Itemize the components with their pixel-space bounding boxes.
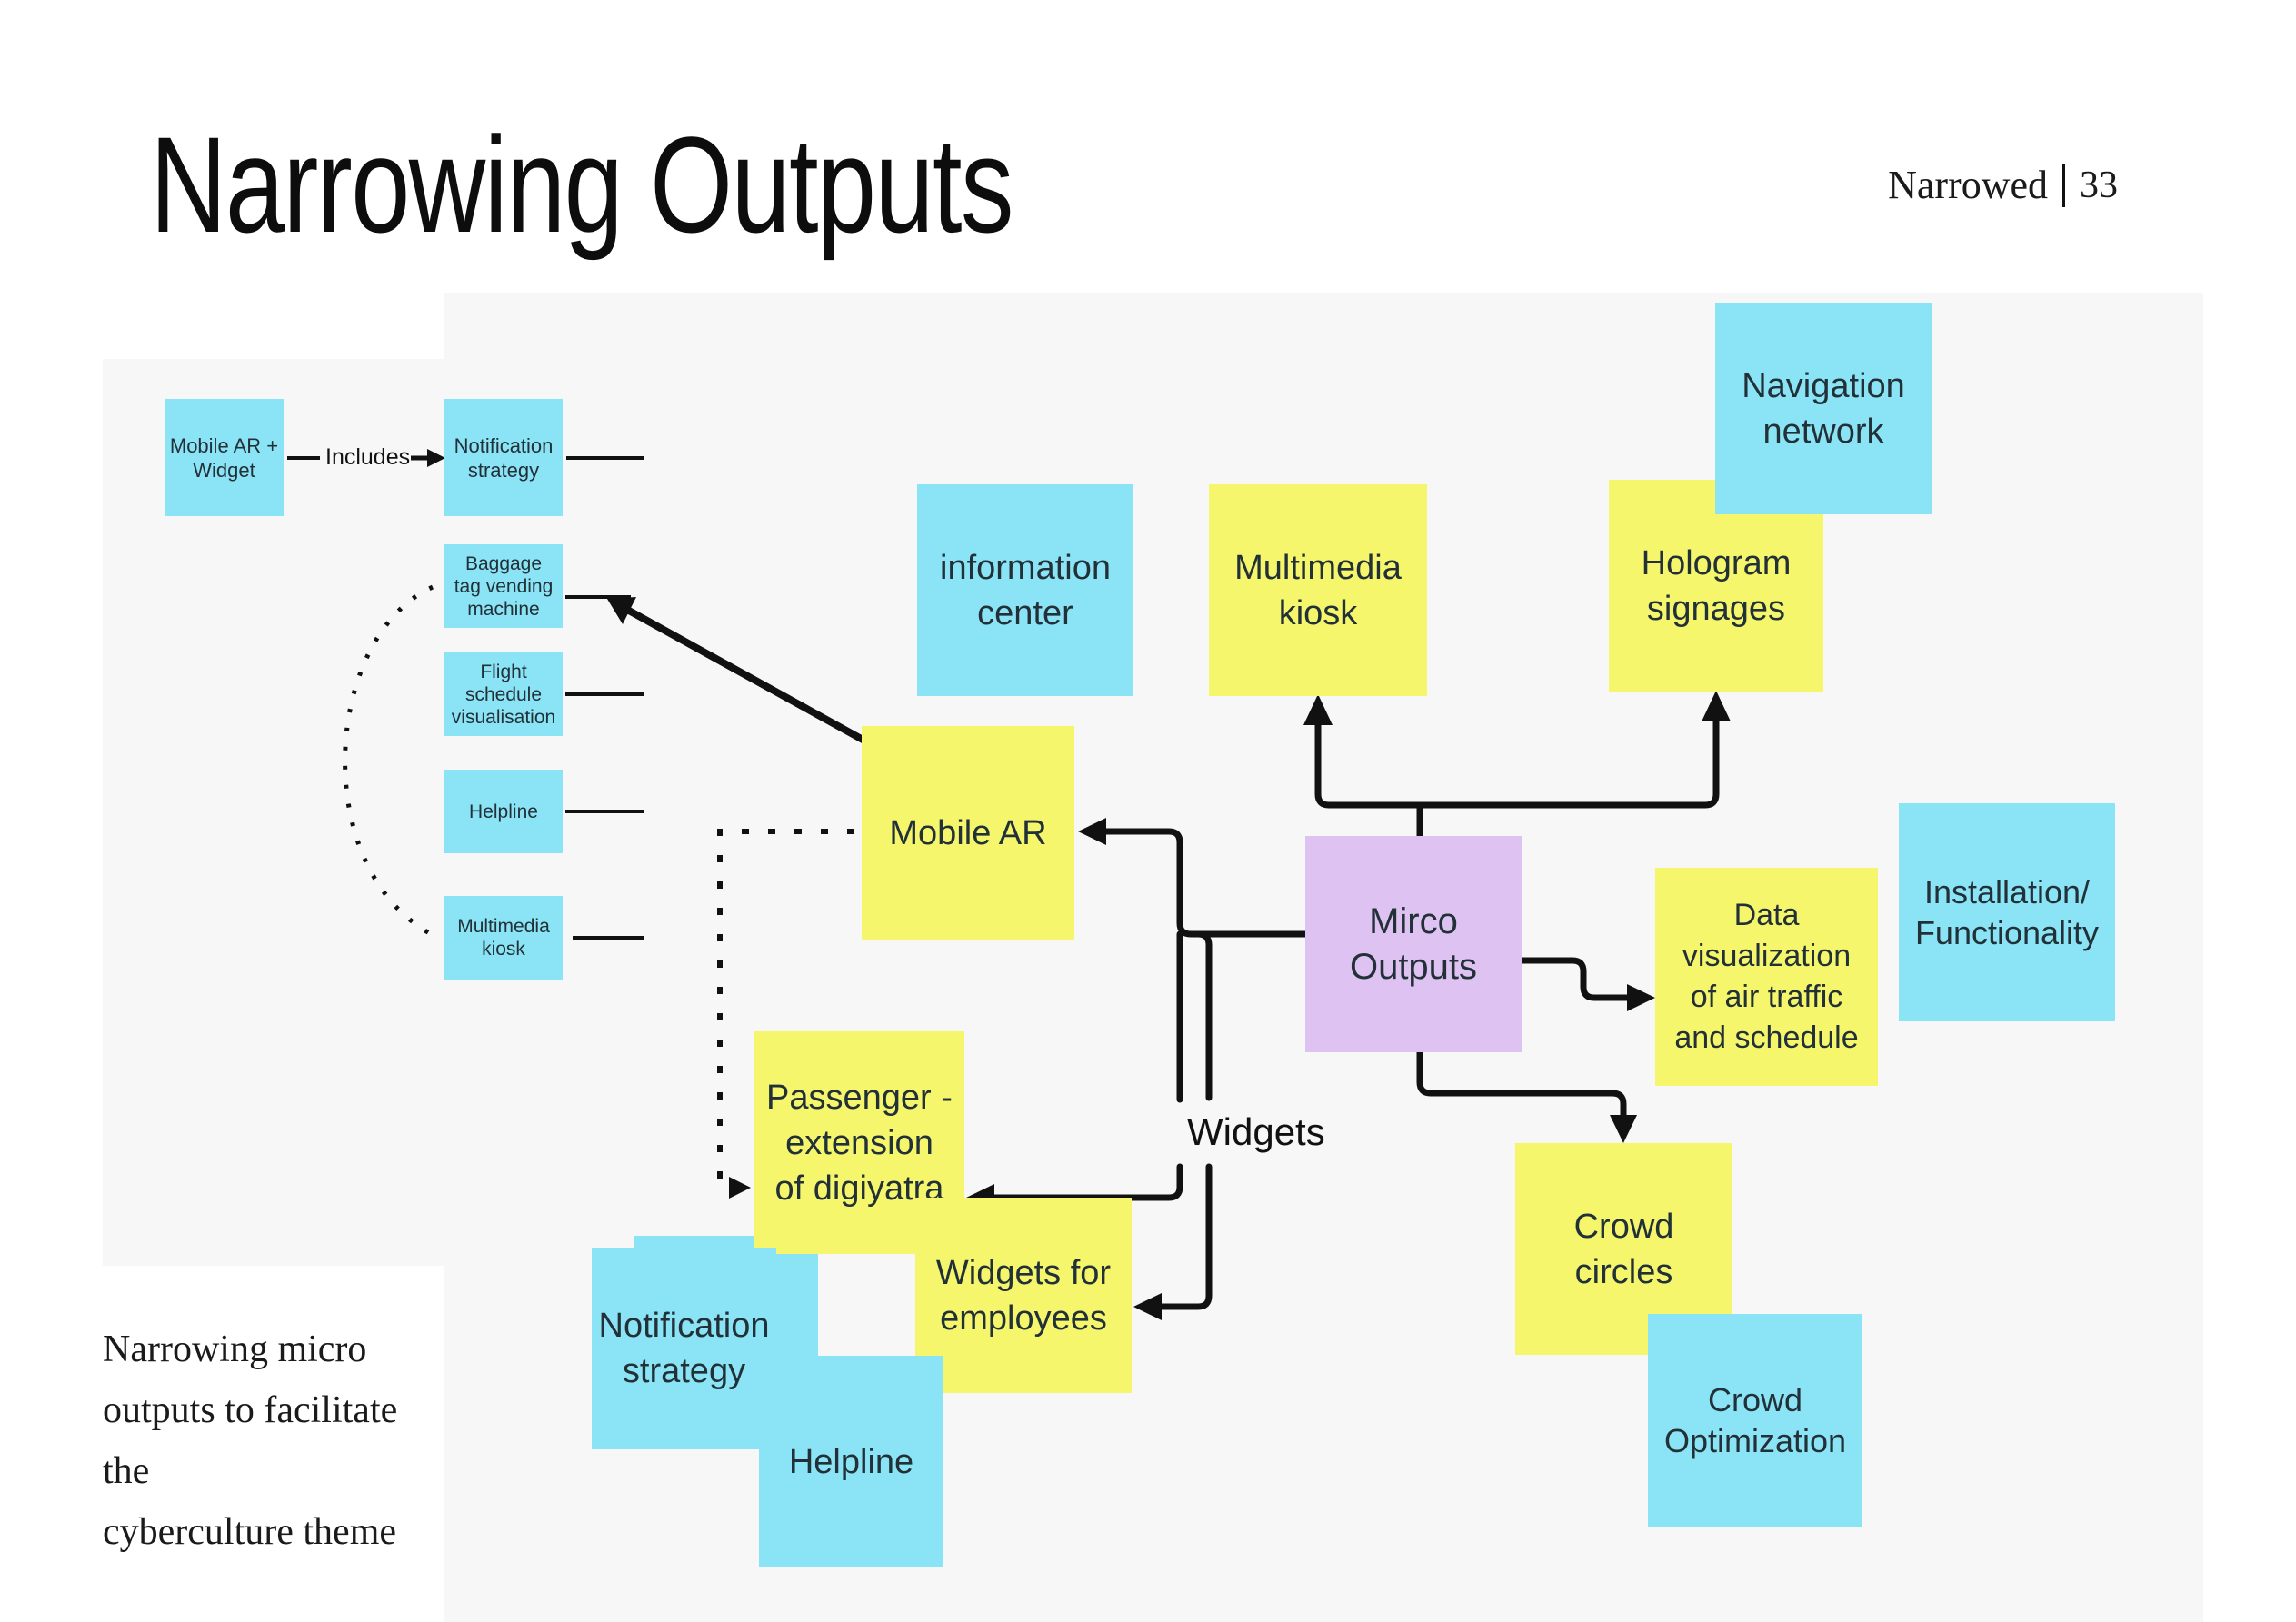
sticky-information-center[interactable]: information center [917,484,1133,696]
sticky-navigation-network[interactable]: Navigation network [1715,303,1932,514]
connector-mirco-to-dataviz [1518,957,1632,1001]
sticky-mirco-outputs[interactable]: Mirco Outputs [1305,836,1522,1052]
connector-dotted-arc [343,584,440,940]
page-indicator-label: Narrowed [1888,163,2048,207]
arrowhead-includes [427,449,445,467]
arrowhead-right-dataviz [1627,984,1655,1011]
sticky-data-visualization[interactable]: Data visualization of air traffic and sc… [1655,868,1878,1086]
sticky-installation-functionality[interactable]: Installation/ Functionality [1899,803,2115,1021]
connector-mirco-to-crowd [1416,1049,1627,1119]
arrowhead-down-crowd [1610,1115,1637,1143]
sticky-crowd-optimization[interactable]: Crowd Optimization [1648,1314,1862,1527]
sticky-mini-mobile-ar-widget[interactable]: Mobile AR + Widget [165,399,284,516]
sticky-hologram-signages[interactable]: Hologram signages [1609,480,1823,692]
sticky-helpline[interactable]: Helpline [759,1356,943,1567]
page-indicator: Narrowed 33 [1888,162,2118,208]
sticky-mobile-ar[interactable]: Mobile AR [862,726,1074,940]
connector-mirco-to-mobile-ar [1090,828,1309,938]
arrowhead-up-hologram [1702,691,1731,721]
sticky-multimedia-kiosk[interactable]: Multimedia kiosk [1209,484,1427,696]
connector-branch-passenger [973,930,1183,1201]
sticky-widgets-for-employees[interactable]: Widgets for employees [915,1198,1132,1393]
arrowhead-up-multimedia [1303,694,1333,725]
page-indicator-divider [2062,163,2065,207]
sticky-mini-baggage[interactable]: Baggage tag vending machine [444,544,563,628]
page-title: Narrowing Outputs [150,108,1013,261]
sticky-mini-multimedia-kiosk[interactable]: Multimedia kiosk [444,896,563,980]
includes-relation-label: Includes [325,444,411,470]
connector-branch-widgets-employees [1139,930,1213,1310]
sticky-mini-notification-strategy[interactable]: Notification strategy [444,399,563,516]
connector-mobile-ar-to-baggage [625,607,868,744]
page-number: 33 [2080,164,2118,206]
sticky-mini-flight-schedule[interactable]: Flight schedule visualisation [444,652,563,736]
arrowhead-left-widgets-employees [1133,1293,1162,1320]
sticky-mini-helpline[interactable]: Helpline [444,770,563,853]
widgets-branch-label: Widgets [1182,1110,1331,1154]
arrowhead-dashed-passenger [729,1177,751,1199]
arrowhead-baggage-diagonal [607,597,636,624]
slide-footnote: Narrowing micro outputs to facilitate th… [103,1328,398,1553]
arrowhead-left-mobile-ar [1078,818,1106,845]
connector-bus-top [1314,700,1720,809]
sticky-notification-strategy[interactable]: Notification strategy [592,1248,776,1449]
